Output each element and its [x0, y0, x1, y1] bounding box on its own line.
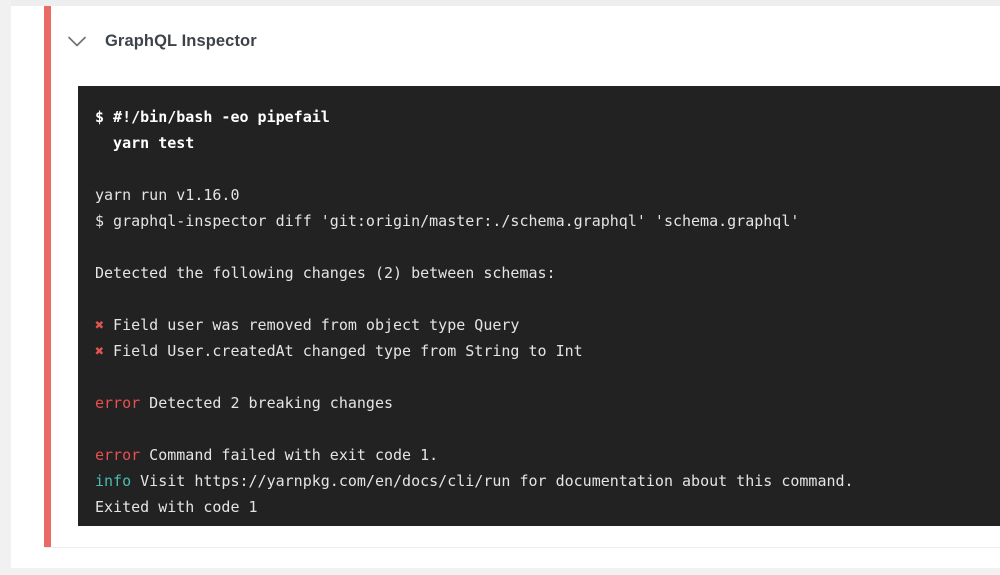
step-status-bar-failed [44, 6, 51, 547]
terminal-line: $ graphql-inspector diff 'git:origin/mas… [95, 208, 1000, 234]
step-title: GraphQL Inspector [105, 31, 257, 50]
terminal-line: yarn run v1.16.0 [95, 182, 1000, 208]
terminal-line [95, 286, 1000, 312]
terminal-line: Exited with code 1 [95, 494, 1000, 520]
terminal-line: info Visit https://yarnpkg.com/en/docs/c… [95, 468, 1000, 494]
card-top-rule [11, 0, 1000, 6]
terminal-token-bold: yarn test [95, 134, 195, 152]
terminal-line: $ #!/bin/bash -eo pipefail [95, 104, 1000, 130]
terminal-line: error Command failed with exit code 1. [95, 442, 1000, 468]
terminal-token-cross: ✖ [95, 316, 105, 334]
terminal-line: Detected the following changes (2) betwe… [95, 260, 1000, 286]
terminal-line [95, 234, 1000, 260]
terminal-line: yarn test [95, 130, 1000, 156]
terminal-token-plain: Visit https://yarnpkg.com/en/docs/cli/ru… [131, 472, 854, 490]
terminal-token-error: error [95, 446, 141, 464]
terminal-token-error: error [95, 394, 141, 412]
page-bottom-gutter [11, 568, 1000, 575]
terminal-line: ✖ Field User.createdAt changed type from… [95, 338, 1000, 364]
terminal-token-plain: yarn run v1.16.0 [95, 186, 240, 204]
terminal-token-plain: Field user was removed from object type … [104, 316, 520, 334]
terminal-line: error Detected 2 breaking changes [95, 390, 1000, 416]
terminal-line: ✖ Field user was removed from object typ… [95, 312, 1000, 338]
card-bottom-rule [44, 547, 1000, 548]
terminal-line [95, 364, 1000, 390]
terminal-token-cross: ✖ [95, 342, 105, 360]
terminal-token-plain: Field User.createdAt changed type from S… [104, 342, 583, 360]
terminal-token-plain: Detected 2 breaking changes [140, 394, 394, 412]
terminal-token-plain: $ graphql-inspector diff 'git:origin/mas… [95, 212, 800, 230]
terminal-token-info: info [95, 472, 132, 490]
step-header-toggle[interactable]: GraphQL Inspector [63, 23, 257, 59]
page-left-gutter [0, 0, 11, 575]
chevron-down-icon[interactable] [63, 27, 91, 55]
terminal-line [95, 416, 1000, 442]
terminal-log-output[interactable]: $ #!/bin/bash -eo pipefail yarn test yarn… [78, 86, 1000, 526]
terminal-token-plain: Command failed with exit code 1. [140, 446, 439, 464]
terminal-token-plain: Detected the following changes (2) betwe… [95, 264, 556, 282]
terminal-token-plain: Exited with code 1 [95, 498, 258, 516]
terminal-token-bold: $ #!/bin/bash -eo pipefail [95, 108, 330, 126]
build-step-card: GraphQL Inspector $ #!/bin/bash -eo pipe… [11, 6, 1000, 568]
terminal-line [95, 156, 1000, 182]
